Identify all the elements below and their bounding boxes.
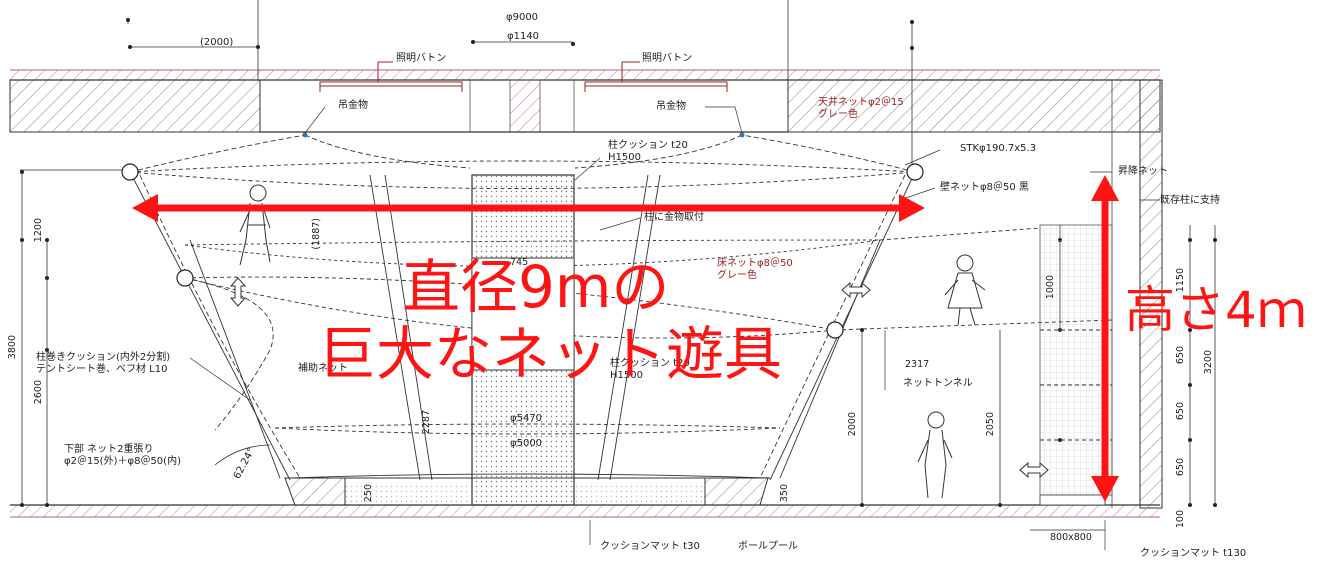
label-hanger-right: 吊金物	[656, 101, 686, 112]
dimension-dia-5000: φ5000	[510, 438, 543, 449]
dimension-650-c: 650	[1175, 458, 1186, 477]
dimension-1887: (1887)	[311, 218, 322, 250]
label-pillar-fitting: 柱に金物取付	[644, 212, 704, 223]
dimension-1000: 1000	[1045, 275, 1056, 300]
label-lighting-batten-left: 照明バトン	[396, 53, 447, 64]
dimension-3800: 3800	[7, 335, 18, 360]
ceiling-slab	[9, 69, 1161, 133]
label-existing-pillar: 既存柱に支持	[1160, 195, 1220, 206]
dimension-2000-top: (2000)	[200, 37, 234, 48]
dimension-2317: 2317	[905, 359, 930, 370]
child-figure-lower-right	[917, 411, 953, 499]
central-pillar	[471, 174, 575, 506]
label-cushion-mat-t130: クッションマット t130	[1140, 548, 1247, 559]
lift-net-grid	[1030, 224, 1113, 531]
dimension-1200: 1200	[33, 218, 44, 243]
label-hanger-left: 吊金物	[338, 100, 368, 111]
height-arrow	[1091, 175, 1119, 502]
angle-arc	[214, 444, 271, 466]
movement-arrows	[229, 277, 1049, 479]
net-structure	[129, 134, 1113, 481]
dimension-dia-1140: φ1140	[507, 31, 540, 42]
dimension-745: 745	[510, 257, 529, 268]
label-cushion-mat-t30: クッションマット t30	[600, 541, 700, 552]
label-stk: STKφ190.7x5.3	[960, 143, 1037, 154]
dimension-2600: 2600	[33, 380, 44, 405]
overlay-title-line2: 巨大なネット遊具	[318, 320, 783, 388]
label-net-tunnel: ネットトンネル	[903, 378, 973, 389]
label-ball-pool: ボールプール	[738, 541, 798, 552]
dimension-3200: 3200	[1203, 350, 1214, 375]
dimension-650-b: 650	[1175, 402, 1186, 421]
dimension-350: 350	[779, 484, 790, 503]
child-figure-left	[239, 184, 271, 266]
overlay-title-line1: 直径9mの	[402, 253, 670, 321]
dimension-250: 250	[363, 484, 374, 503]
ball-pool	[284, 477, 770, 506]
child-figure-upper-right	[944, 254, 986, 326]
dimension-2000: 2000	[847, 412, 858, 437]
overlay-height-label: 高さ4ｍ	[1125, 281, 1307, 339]
hanger-points	[302, 132, 745, 138]
dimension-800x800: 800x800	[1050, 532, 1092, 543]
diameter-arrow	[132, 194, 925, 222]
label-pillar-wrap-cushion: 柱巻きクッション(内外2分割)テントシート巻、ベフ材 L10	[36, 352, 171, 375]
dimension-2287: 2287	[421, 410, 432, 435]
dimension-dia-9000: φ9000	[506, 12, 539, 23]
label-aux-net: 補助ネット	[298, 363, 348, 374]
dimension-100: 100	[1175, 510, 1186, 529]
floor-slab	[10, 504, 1160, 518]
dimension-650-a: 650	[1175, 346, 1186, 365]
lighting-battens	[319, 61, 728, 92]
dimension-dia-5470: φ5470	[510, 413, 543, 424]
dimension-2050: 2050	[985, 412, 996, 437]
ring-nodes	[121, 163, 924, 339]
label-lift-net: 昇降ネット	[1118, 166, 1168, 177]
label-lighting-batten-right: 照明バトン	[642, 53, 693, 64]
label-wall-net: 壁ネットφ8＠50 黒	[940, 182, 1029, 193]
